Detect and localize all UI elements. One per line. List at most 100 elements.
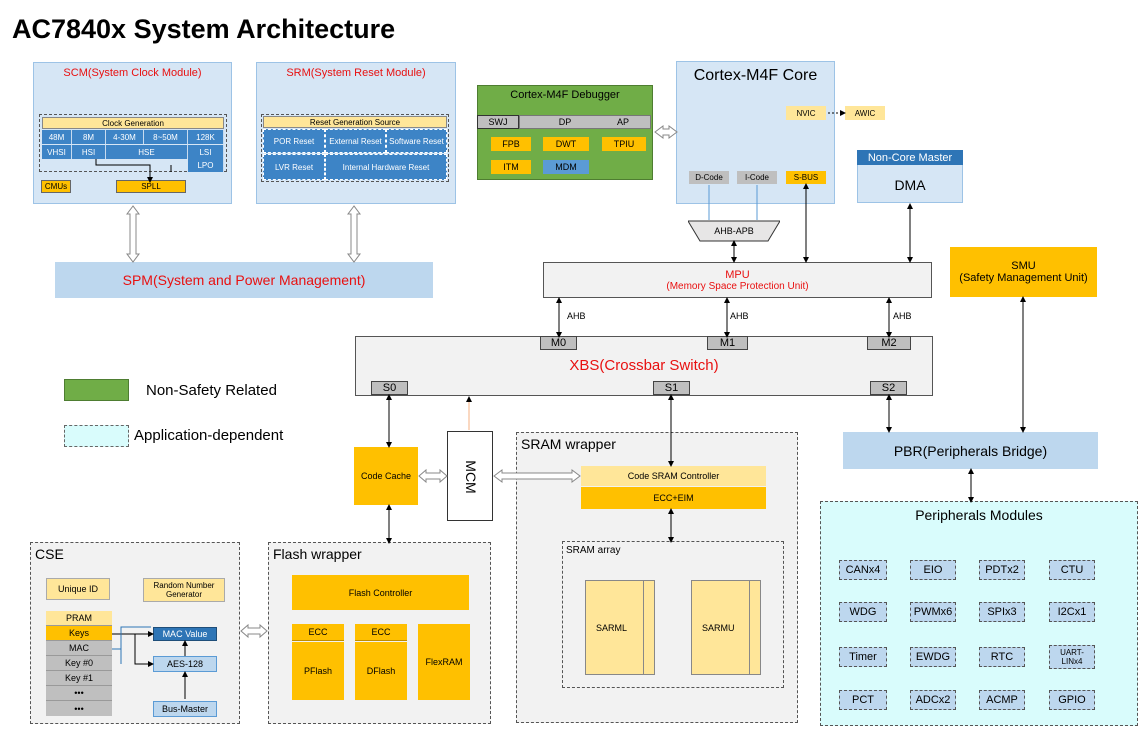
fpb-block: FPB [491,137,531,151]
awic-block: AWIC [845,106,885,120]
sarmu-block: SARMU [691,580,761,675]
noncore-master-title: Non-Core Master [857,150,963,165]
xbs-block: XBS(Crossbar Switch) [355,336,933,396]
periph-module: UART-LINx4 [1049,645,1095,669]
legend-swatch-green [64,379,129,401]
scm-freq-row: 48M 8M 4-30M 8~50M 128K [42,130,224,144]
cse-mem-row: ••• [46,701,112,716]
freq-cell: 8~50M [144,130,188,144]
tpiu-block: TPIU [602,137,646,151]
xbs-port-s2: S2 [870,381,907,395]
debugger-core-double-arrow [654,125,678,139]
nvic-block: NVIC [786,106,826,120]
external-reset: External Reset [325,129,386,153]
dp-block: DP [558,117,572,127]
ecc-dflash: ECC [355,624,407,641]
itm-block: ITM [491,160,531,174]
debugger-title: Cortex-M4F Debugger [510,89,620,101]
source-cell: HSE [106,145,188,159]
periph-module: PWMx6 [910,602,956,622]
hsi-spll-line [95,159,153,183]
internal-hardware-reset: Internal Hardware Reset [325,154,447,180]
dma-block: DMA [894,176,926,193]
mcm-block: MCM [447,431,493,521]
sbus-block: S-BUS [786,171,826,184]
software-reset: Software Reset [386,129,447,153]
dflash-block: DFlash [355,642,407,700]
ecc-pflash: ECC [292,624,344,641]
smu-block: SMU (Safety Management Unit) [950,247,1097,297]
sram-array-label: SRAM array [566,545,621,556]
periph-module: CANx4 [839,560,887,580]
page-title: AC7840x System Architecture [12,14,396,44]
cse-mem-row: Key #0 [46,656,112,671]
srm-row-2: LVR Reset Internal Hardware Reset [263,154,447,180]
flexram-block: FlexRAM [418,624,470,700]
periph-module: PDTx2 [979,560,1025,580]
pbr-block: PBR(Peripherals Bridge) [843,432,1098,469]
sarml-divider [643,581,644,674]
dcode-block: D-Code [689,171,729,184]
xbs-port-m0: M0 [540,336,577,350]
periph-module: WDG [839,602,887,622]
smu-subtitle: (Safety Management Unit) [959,272,1088,284]
sarml-label: SARML [596,623,628,633]
smu-title: SMU [1011,260,1036,272]
swj-block: SWJ [477,115,519,129]
xbs-title: XBS(Crossbar Switch) [569,357,719,374]
unique-id-block: Unique ID [46,578,110,600]
ahb-label: AHB [893,311,912,321]
sarml-block: SARML [585,580,655,675]
periph-module: I2Cx1 [1049,602,1095,622]
sarmu-divider [749,581,750,674]
cse-mem-row: PRAM [46,611,112,626]
scm-title: SCM(System Clock Module) [63,67,202,79]
pflash-block: PFlash [292,642,344,700]
ahb-apb-label: AHB-APB [714,226,754,236]
dwt-block: DWT [543,137,589,151]
cache-mcm-double-arrow [418,468,448,484]
mdm-block: MDM [543,160,589,174]
cse-title: CSE [35,546,64,562]
scm-spm-double-arrow [126,205,140,263]
clock-generation: Clock Generation [42,117,224,129]
code-sram-controller: Code SRAM Controller [581,466,766,486]
cse-mem-row: MAC [46,641,112,656]
rng-block: Random Number Generator [143,578,225,602]
legend-non-safety: Non-Safety Related [146,382,277,399]
source-cell: VHSI [42,145,72,159]
scm-clock-group [39,114,227,172]
ahb-label: AHB [730,311,749,321]
periph-module: CTU [1049,560,1095,580]
lvr-reset: LVR Reset [263,154,325,180]
srm-row-1: POR Reset External Reset Software Reset [263,129,447,153]
source-cell: LSI [188,145,224,159]
mcm-sram-double-arrow [493,469,581,483]
periph-module: RTC [979,647,1025,667]
mpu-subtitle: (Memory Space Protection Unit) [666,280,809,292]
cse-mem-row: Key #1 [46,671,112,686]
ap-block: AP [616,117,629,127]
mpu-block: MPU (Memory Space Protection Unit) [543,262,932,298]
freq-cell: 4-30M [106,130,144,144]
cmus-block: CMUs [41,180,71,193]
mpu-title: MPU [725,268,750,281]
flash-title: Flash wrapper [273,546,362,562]
freq-cell: 48M [42,130,72,144]
peripherals-title: Peripherals Modules [915,507,1043,523]
sarmu-label: SARMU [702,623,735,633]
cse-memory-column: PRAM Keys MAC Key #0 Key #1 ••• ••• [46,611,112,716]
sram-title: SRAM wrapper [521,436,616,452]
cse-flash-double-arrow [240,623,268,639]
periph-module: EIO [910,560,956,580]
periph-module: Timer [839,647,887,667]
freq-cell: 8M [72,130,106,144]
periph-module: SPIx3 [979,602,1025,622]
srm-title: SRM(System Reset Module) [286,67,426,79]
srm-spm-double-arrow [347,205,361,263]
cse-mem-row: ••• [46,686,112,701]
ecc-eim-block: ECC+EIM [581,487,766,509]
por-reset: POR Reset [263,129,325,153]
ahb-label: AHB [567,311,586,321]
